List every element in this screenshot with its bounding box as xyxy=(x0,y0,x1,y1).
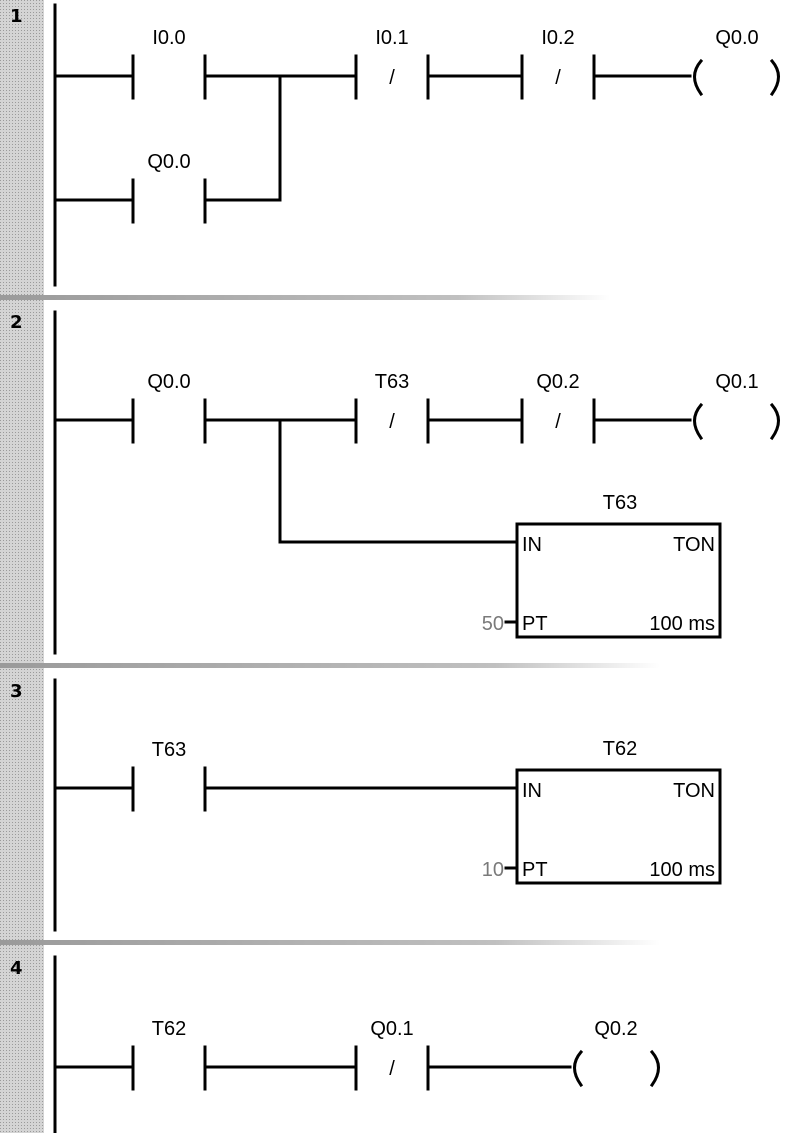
network-2 xyxy=(53,310,780,655)
contact-nc-Q0.2[interactable] xyxy=(520,398,596,444)
coil-label: Q0.1 xyxy=(715,371,758,393)
network-3 xyxy=(53,678,722,932)
timer-box-T63[interactable] xyxy=(515,522,722,639)
contact-label: T63 xyxy=(152,739,186,761)
timer-type-label: TON xyxy=(673,780,715,802)
nc-slash: / xyxy=(389,67,395,89)
contact-nc-Q0.1[interactable] xyxy=(354,1045,430,1091)
contact-label: T63 xyxy=(375,371,409,393)
contact-nc-I0.1[interactable] xyxy=(354,54,430,100)
contact-label: T62 xyxy=(152,1018,186,1040)
coil-label: Q0.2 xyxy=(594,1018,637,1040)
contact-no-Q0.0[interactable] xyxy=(131,398,207,444)
timer-resolution: 100 ms xyxy=(649,859,715,881)
network-number-4[interactable]: 4 xyxy=(10,958,23,979)
nc-slash: / xyxy=(389,411,395,433)
network-1 xyxy=(53,3,780,287)
contact-label: I0.0 xyxy=(152,27,185,49)
timer-pt-label: PT xyxy=(522,613,548,635)
network-number-1[interactable]: 1 xyxy=(10,6,23,27)
contact-no-T62[interactable] xyxy=(131,1045,207,1091)
contact-label: Q0.1 xyxy=(370,1018,413,1040)
coil-Q0.2[interactable] xyxy=(573,1049,660,1088)
timer-name: T62 xyxy=(603,738,637,760)
timer-name: T63 xyxy=(603,492,637,514)
contact-label: Q0.0 xyxy=(147,371,190,393)
timer-preset: 10 xyxy=(482,859,504,881)
network-separator-1 xyxy=(0,295,610,300)
coil-label: Q0.0 xyxy=(715,27,758,49)
contact-no-T63[interactable] xyxy=(131,766,207,812)
timer-pt-label: PT xyxy=(522,859,548,881)
timer-in-label: IN xyxy=(522,534,542,556)
contact-nc-I0.2[interactable] xyxy=(520,54,596,100)
network-4 xyxy=(53,955,660,1133)
network-number-3[interactable]: 3 xyxy=(10,681,23,702)
contact-label: I0.2 xyxy=(541,27,574,49)
timer-in-label: IN xyxy=(522,780,542,802)
timer-type-label: TON xyxy=(673,534,715,556)
coil-Q0.0[interactable] xyxy=(693,58,780,97)
nc-slash: / xyxy=(555,411,561,433)
contact-no-Q0.0[interactable] xyxy=(131,178,207,224)
nc-slash: / xyxy=(389,1058,395,1080)
network-separator-2 xyxy=(0,663,660,668)
contact-nc-T63[interactable] xyxy=(354,398,430,444)
network-separator-3 xyxy=(0,940,660,945)
contact-no-I0.0[interactable] xyxy=(131,54,207,100)
nc-slash: / xyxy=(555,67,561,89)
timer-resolution: 100 ms xyxy=(649,613,715,635)
coil-Q0.1[interactable] xyxy=(693,402,780,441)
contact-label: I0.1 xyxy=(375,27,408,49)
contact-label: Q0.2 xyxy=(536,371,579,393)
network-number-2[interactable]: 2 xyxy=(10,312,23,333)
timer-preset: 50 xyxy=(482,613,504,635)
timer-box-T62[interactable] xyxy=(515,768,722,885)
contact-label: Q0.0 xyxy=(147,151,190,173)
